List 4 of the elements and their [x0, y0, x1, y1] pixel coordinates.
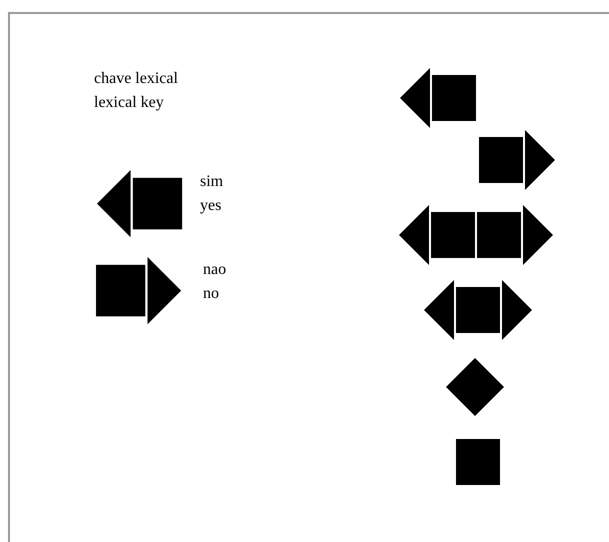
key-text: sim yes: [200, 172, 224, 216]
key-heading: lexical key: [94, 93, 164, 113]
key-heading: chave lexical: [94, 69, 178, 89]
key-text: nao no: [203, 260, 226, 304]
